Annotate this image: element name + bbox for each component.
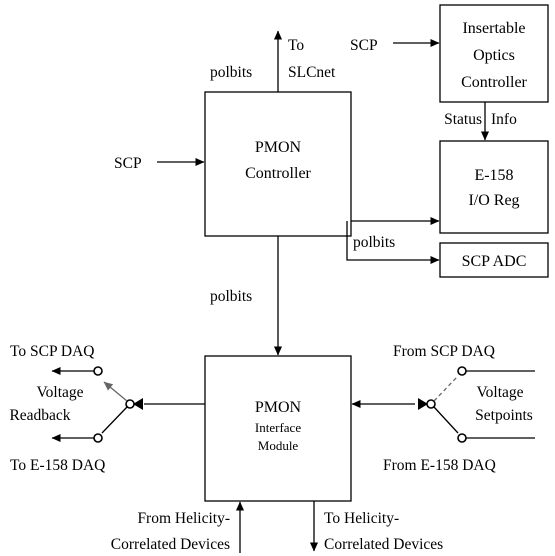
to-scp-daq-label: To SCP DAQ xyxy=(10,343,94,360)
polbits-right-label: polbits xyxy=(353,234,395,251)
interface-module-title: PMON xyxy=(255,399,302,416)
interface-module-line3: Module xyxy=(258,438,299,453)
io-reg-block xyxy=(439,140,549,234)
from-e158-daq-label: From E-158 DAQ xyxy=(383,457,496,474)
readback-switch-arm-e158 xyxy=(101,406,128,434)
readback-switch-node xyxy=(125,399,135,409)
to-e158-daq-label: To E-158 DAQ xyxy=(10,457,105,474)
polbits-to-scp-adc-arrow xyxy=(346,221,440,265)
scp-adc-label: SCP ADC xyxy=(462,253,527,270)
from-helicity-label-1: From Helicity- xyxy=(137,510,230,527)
optics-controller-line2: Optics xyxy=(473,47,515,64)
from-scp-daq-node xyxy=(457,366,467,376)
optics-controller-line1: Insertable xyxy=(462,20,525,37)
io-reg-line1: E-158 xyxy=(474,167,513,184)
to-helicity-label-2: Correlated Devices xyxy=(324,536,443,553)
setpoints-switch-wedge xyxy=(418,398,428,410)
pmon-controller-title: PMON xyxy=(255,139,302,156)
to-scp-daq-node xyxy=(93,366,103,376)
voltage-setpoints-label-2: Setpoints xyxy=(475,407,533,424)
io-reg-line2: I/O Reg xyxy=(468,192,519,209)
voltage-readback-label-2: Readback xyxy=(9,407,70,424)
pmon-controller-subtitle: Controller xyxy=(245,165,311,182)
scp-top-label: SCP xyxy=(350,37,378,54)
from-scp-daq-label: From SCP DAQ xyxy=(393,343,495,360)
voltage-readback-label-1: Voltage xyxy=(36,384,83,401)
to-slcnet-label-2: SLCnet xyxy=(288,64,336,81)
voltage-setpoints-label-1: Voltage xyxy=(476,384,523,401)
scp-adc-block xyxy=(439,242,549,278)
setpoints-switch-arm-scp xyxy=(433,375,459,402)
readback-switch-arm-scp xyxy=(103,381,128,402)
to-slcnet-label-1: To xyxy=(288,37,304,54)
scp-left-label: SCP xyxy=(114,155,142,172)
to-e158-daq-node xyxy=(93,433,103,443)
readback-switch-wedge xyxy=(133,398,143,410)
to-helicity-label-1: To Helicity- xyxy=(324,510,399,527)
insertable-optics-controller-block xyxy=(439,4,549,103)
polbits-down-label: polbits xyxy=(210,288,252,305)
setpoints-switch-node xyxy=(426,399,436,409)
setpoints-switch-arm-e158 xyxy=(433,406,459,434)
status-label: Status xyxy=(444,111,482,128)
pmon-controller-block xyxy=(204,91,352,237)
optics-controller-line3: Controller xyxy=(461,74,527,91)
interface-module-line2: Interface xyxy=(255,420,301,435)
from-helicity-label-2: Correlated Devices xyxy=(111,536,230,553)
from-e158-daq-node xyxy=(457,433,467,443)
polbits-top-label: polbits xyxy=(210,64,252,81)
info-label: Info xyxy=(491,111,517,128)
pmon-interface-module-block xyxy=(204,355,352,502)
